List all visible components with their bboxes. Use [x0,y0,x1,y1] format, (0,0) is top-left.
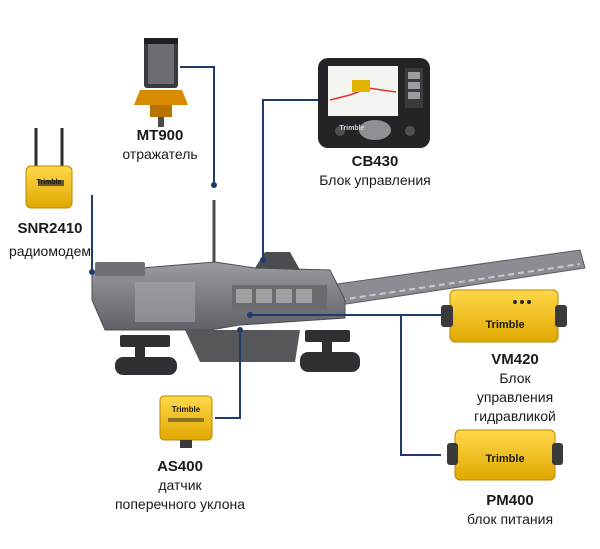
model-name: CB430 [351,153,399,170]
label-mt900: MT900 отражатель [110,126,210,164]
control-box-display-icon [318,58,430,148]
brand-logo-snr: Trimble [37,179,62,186]
brand-logo-pm: Trimble [485,453,524,465]
model-name: MT900 [136,127,184,144]
description-line: отражатель [122,146,198,162]
brand-logo-cb: Trimble [340,125,365,132]
model-name: SNR2410 [17,220,83,237]
description-line: блок питания [466,511,554,527]
label-as400: AS400 датчик поперечного уклона [100,457,260,514]
tracks [115,330,360,375]
valve-module-icon [441,289,567,343]
description-line: управления [476,389,554,405]
label-vm420: VM420 Блок управления гидравликой [455,350,575,426]
description-line: Блок управления [319,172,431,188]
label-cb430: CB430 Блок управления [300,152,450,190]
description-line: датчик [158,477,202,493]
description-line: поперечного уклона [114,496,246,512]
power-module-icon [447,429,563,481]
connector-lines [91,66,441,456]
milling-machine [91,200,586,375]
model-name: PM400 [486,492,534,509]
model-name: AS400 [157,458,203,475]
description-line: гидравликой [474,408,556,424]
brand-logo-as: Trimble [172,405,201,414]
slope-sensor-icon [159,395,213,448]
label-pm400: PM400 блок питания [450,491,570,529]
brand-logo-vm: Trimble [485,319,524,331]
label-snr2410: SNR2410 радиомодем [0,219,100,261]
model-name: VM420 [491,351,539,368]
prism-reflector-icon [134,38,188,127]
radio-modem-icon [25,128,73,209]
description-line: Блок [499,370,531,386]
description-line: радиомодем [8,243,92,259]
